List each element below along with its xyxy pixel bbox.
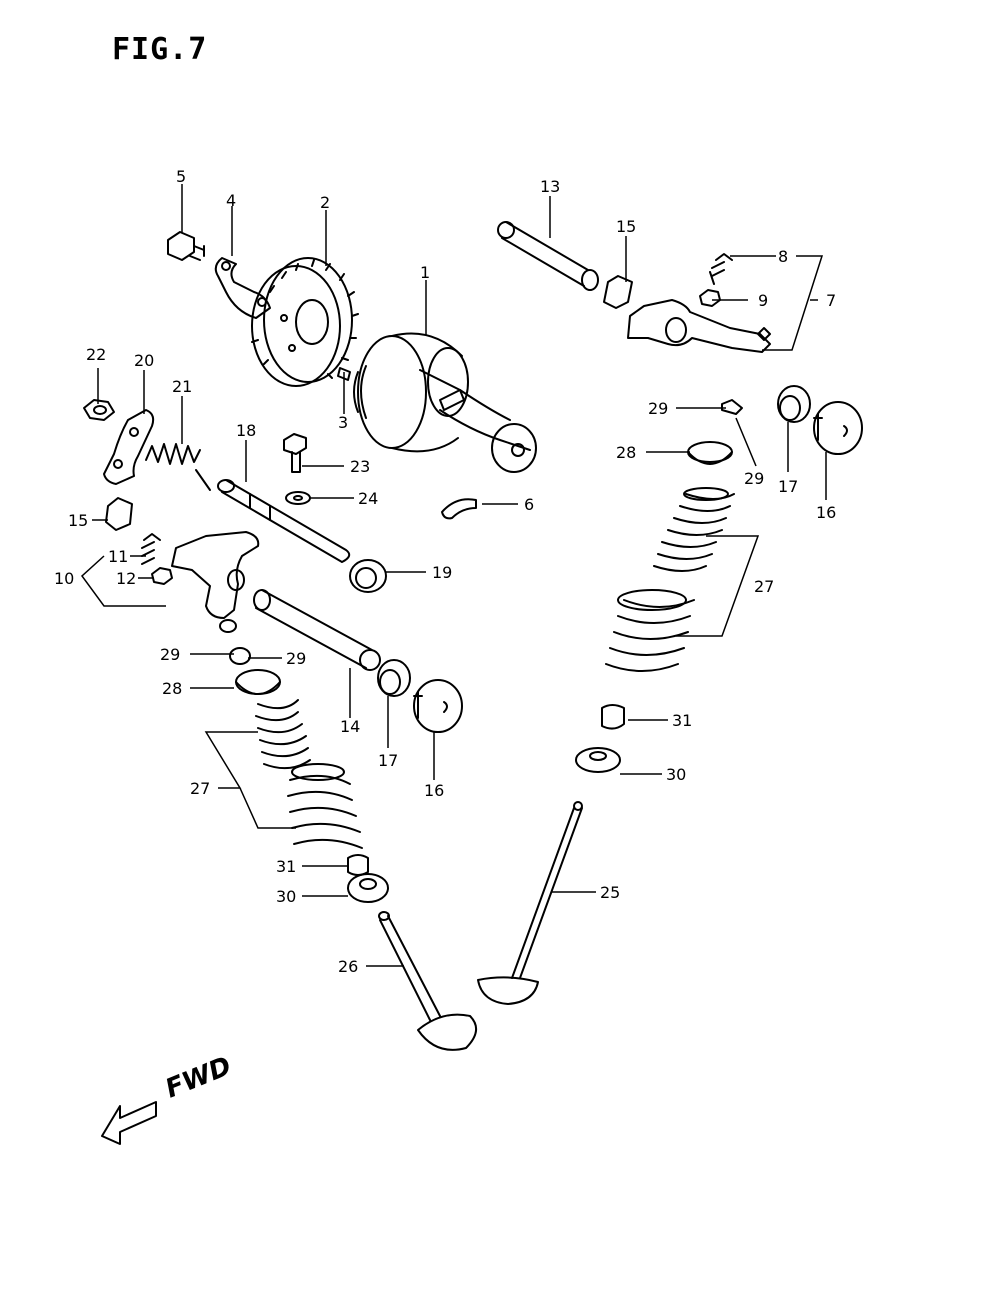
spring-part-21: [145, 443, 211, 491]
callout-label: 18: [236, 421, 256, 440]
seal-part-17-lower: [377, 659, 411, 697]
callout-label: 22: [86, 345, 106, 364]
adjuster-part-11: [141, 533, 161, 565]
cap-part-16-lower: [413, 679, 463, 733]
nut-part-9: [699, 289, 721, 307]
callout-label: 27: [190, 779, 210, 798]
callout-label: 29: [744, 469, 764, 488]
clip-part-6: [441, 498, 477, 520]
callout-label: 1: [420, 263, 430, 282]
bolt-part-5: [167, 231, 205, 261]
nut-part-22: [83, 399, 115, 421]
callout-label: 24: [358, 489, 378, 508]
adjuster-part-8-upper: [709, 253, 733, 285]
cotter-part-29-upper: [721, 399, 743, 415]
bolt-part-23: [283, 433, 307, 473]
callout-label: 31: [276, 857, 296, 876]
rocker-arm-part-7: [627, 299, 771, 353]
bracket-part-20: [103, 409, 155, 485]
forward-direction-indicator: FWD: [101, 1051, 236, 1145]
callout-label: 16: [424, 781, 444, 800]
washer-part-24: [285, 491, 311, 505]
callout-label: 9: [758, 291, 768, 310]
shaft-part-18: [217, 479, 351, 563]
callout-label: 14: [340, 717, 360, 736]
retainer-part-28-upper: [687, 441, 733, 465]
callout-label: 29: [160, 645, 180, 664]
callout-label: 5: [176, 167, 186, 186]
forward-arrow-icon: [101, 1101, 157, 1145]
spring-seat-part-30-left: [347, 873, 389, 903]
callout-label: 28: [162, 679, 182, 698]
nut-part-12: [151, 567, 173, 585]
leader-lines: [80, 184, 827, 967]
callout-labels: 5 4 2 1 13 15 8 9 7 22 20 21 18 23 24 6 …: [54, 167, 836, 976]
callout-label: 30: [276, 887, 296, 906]
callout-label: 28: [616, 443, 636, 462]
callout-label: 10: [54, 569, 74, 588]
cap-part-16-upper: [813, 401, 863, 455]
valve-part-25: [477, 801, 583, 1005]
callout-label: 29: [648, 399, 668, 418]
callout-label: 20: [134, 351, 154, 370]
retainer-part-28-left: [235, 669, 281, 695]
stem-seal-part-31-right: [601, 704, 625, 730]
callout-label: 31: [672, 711, 692, 730]
camshaft-part-1: [353, 332, 537, 473]
plate-part-4: [214, 257, 271, 319]
cotter-part-29-left: [229, 647, 251, 665]
pin-part-3: [337, 367, 351, 381]
callout-label: 16: [816, 503, 836, 522]
callout-label: 27: [754, 577, 774, 596]
callout-label: 2: [320, 193, 330, 212]
valve-spring-part-27-left: [255, 699, 363, 849]
shaft-part-14: [253, 589, 381, 671]
callout-label: 6: [524, 495, 534, 514]
callout-label: 17: [778, 477, 798, 496]
callout-label: 3: [338, 413, 348, 432]
callout-label: 7: [826, 291, 836, 310]
figure-title: FIG.7: [112, 32, 208, 67]
gasket-part-15-lower: [105, 497, 133, 531]
seal-part-17-upper: [777, 385, 811, 423]
callout-label: 23: [350, 457, 370, 476]
cam-sprocket-part-2: [251, 257, 359, 387]
callout-label: 15: [616, 217, 636, 236]
callout-label: 12: [116, 569, 136, 588]
callout-label: 30: [666, 765, 686, 784]
forward-label: FWD: [161, 1051, 235, 1104]
callout-label: 11: [108, 547, 128, 566]
rocker-arm-part-10: [171, 531, 260, 633]
stem-seal-part-31-left: [347, 854, 369, 876]
valve-spring-part-27-right: [605, 487, 735, 672]
spring-seat-part-30-right: [575, 747, 621, 773]
callout-label: 26: [338, 957, 358, 976]
valve-part-26: [378, 911, 477, 1051]
callout-label: 21: [172, 377, 192, 396]
callout-label: 4: [226, 191, 236, 210]
callout-label: 8: [778, 247, 788, 266]
gasket-part-15-upper: [603, 275, 633, 309]
callout-label: 15: [68, 511, 88, 530]
callout-label: 13: [540, 177, 560, 196]
callout-label: 19: [432, 563, 452, 582]
callout-label: 17: [378, 751, 398, 770]
callout-label: 29: [286, 649, 306, 668]
shaft-part-13: [497, 221, 599, 291]
bushing-part-19: [349, 559, 387, 593]
callout-label: 25: [600, 883, 620, 902]
